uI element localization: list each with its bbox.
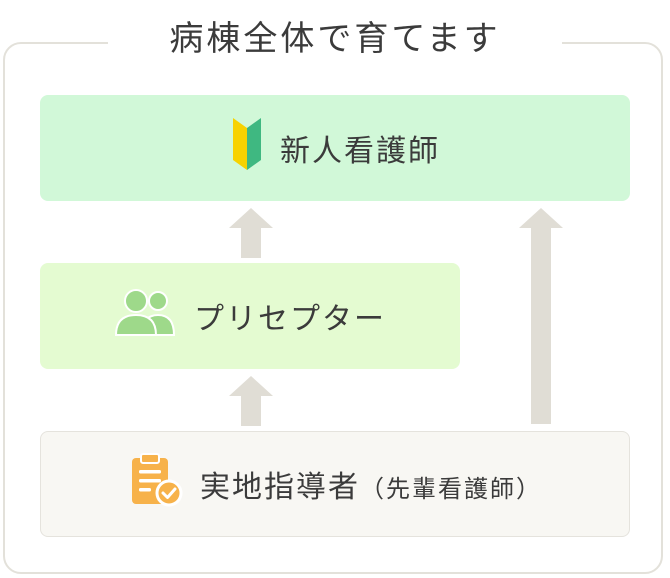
arrow-preceptor-to-new-nurse: [229, 208, 273, 258]
arrow-instructor-to-preceptor: [229, 376, 273, 426]
node-label: 実地指導者（先輩看護師）: [200, 462, 542, 506]
node-preceptor: プリセプター: [40, 263, 460, 369]
node-label-main: 実地指導者: [200, 470, 360, 505]
node-label: 新人看護師: [280, 134, 440, 169]
clipboard-check-icon: [128, 452, 184, 516]
beginner-mark-icon: [230, 116, 264, 180]
node-label: プリセプター: [194, 302, 386, 337]
people-icon: [114, 287, 178, 345]
node-instructor: 実地指導者（先輩看護師）: [40, 431, 630, 537]
arrow-instructor-to-new-nurse: [519, 208, 563, 424]
node-new-nurse: 新人看護師: [40, 95, 630, 201]
node-sublabel: （先輩看護師）: [360, 475, 542, 503]
diagram-title: 病棟全体で育てます: [108, 14, 562, 64]
